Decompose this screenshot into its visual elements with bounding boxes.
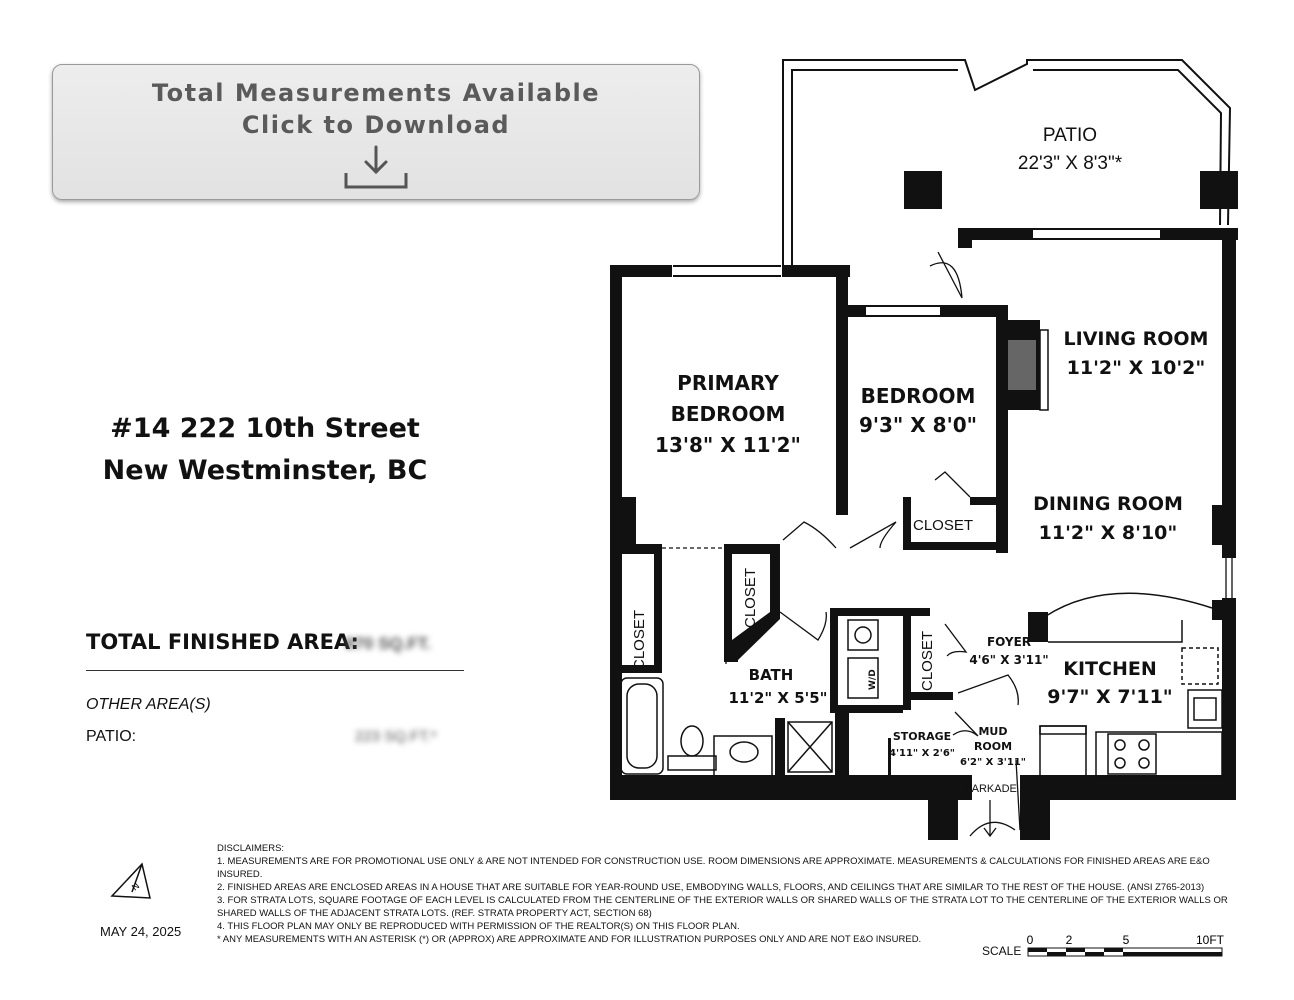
mud-room-label-2: ROOM — [974, 740, 1012, 753]
living-room-label: LIVING ROOM — [1064, 328, 1209, 350]
patio-column-left — [904, 171, 942, 209]
primary-closet-label: CLOSET — [742, 568, 759, 628]
scale-tick-10: 10FT — [1196, 933, 1225, 947]
north-label: N — [130, 881, 141, 893]
bath-label: BATH — [749, 666, 794, 684]
scale-tick-0: 0 — [1027, 933, 1034, 947]
area-divider — [86, 670, 464, 671]
bedroom-closet-label: CLOSET — [913, 517, 973, 534]
parkade-label: PARKADE — [965, 783, 1017, 795]
scale-tick-5: 5 — [1123, 933, 1130, 947]
dining-room-dims: 11'2" X 8'10" — [1039, 522, 1178, 544]
bathtub — [620, 677, 664, 775]
download-subtitle: Click to Download — [241, 111, 511, 139]
patio-column-right — [1200, 171, 1238, 209]
patio-dims: 22'3" X 8'3"* — [1018, 153, 1123, 174]
stove — [1107, 733, 1157, 775]
kitchen-sink — [1187, 689, 1223, 729]
primary-bedroom-label-2: BEDROOM — [671, 402, 786, 426]
total-finished-area-label: TOTAL FINISHED AREA: — [86, 630, 359, 654]
kitchen-label: KITCHEN — [1063, 658, 1156, 680]
living-room-dims: 11'2" X 10'2" — [1067, 357, 1206, 379]
closet-left-label: CLOSET — [631, 610, 648, 670]
disclaimer-1: 1. MEASUREMENTS ARE FOR PROMOTIONAL USE … — [217, 856, 1210, 880]
other-areas-label: OTHER AREA(S) — [86, 696, 211, 713]
disclaimer-3: 3. FOR STRATA LOTS, SQUARE FOOTAGE OF EA… — [217, 895, 1228, 919]
patio-area-value: 223 SQ.FT.* — [355, 728, 437, 745]
bedroom-label: BEDROOM — [861, 384, 976, 408]
dryer — [847, 657, 879, 699]
foyer-label: FOYER — [987, 635, 1031, 649]
north-arrow-icon: N — [110, 862, 151, 899]
property-address: #14 222 10th Street New Westminster, BC — [80, 408, 450, 492]
shower — [787, 721, 833, 773]
patio-area-label: PATIO: — [86, 728, 137, 745]
download-icon — [344, 145, 408, 189]
patio-outline — [782, 59, 1232, 268]
bath-dims: 11'2" X 5'5" — [728, 689, 827, 707]
foyer-closet-label: CLOSET — [919, 631, 936, 691]
disclaimer-2: 2. FINISHED AREAS ARE ENCLOSED AREAS IN … — [217, 882, 1205, 893]
address-line-2: New Westminster, BC — [102, 455, 428, 486]
storage-dims: 4'11" X 2'6" — [889, 748, 955, 759]
download-title: Total Measurements Available — [151, 79, 601, 107]
mud-room-label-1: MUD — [978, 725, 1007, 738]
bedroom-dims: 9'3" X 8'0" — [859, 413, 977, 437]
dining-room-label: DINING ROOM — [1033, 493, 1183, 515]
foyer-dims: 4'6" X 3'11" — [969, 653, 1048, 667]
door-swings — [659, 251, 1233, 838]
scale-tick-2: 2 — [1066, 933, 1073, 947]
mud-room-dims: 6'2" X 3'11" — [960, 757, 1026, 768]
bathroom-sink — [729, 741, 759, 763]
kitchen-dims: 9'7" X 7'11" — [1047, 686, 1172, 708]
kitchen-fixtures — [1039, 592, 1223, 779]
total-finished-area-value: 870 SQ.FT. — [345, 634, 431, 653]
primary-bedroom-label-1: PRIMARY — [677, 371, 779, 395]
plan-date: MAY 24, 2025 — [100, 924, 182, 939]
disclaimer-5: * ANY MEASUREMENTS WITH AN ASTERISK (*) … — [217, 934, 922, 945]
toilet — [680, 725, 704, 757]
walls — [610, 228, 1238, 840]
scale-label: SCALE — [982, 944, 1022, 958]
primary-bedroom-dims: 13'8" X 11'2" — [655, 433, 801, 457]
download-measurements-button[interactable]: Total Measurements Available Click to Do… — [52, 64, 700, 200]
washer — [847, 619, 879, 651]
disclaimers: DISCLAIMERS: 1. MEASUREMENTS ARE FOR PRO… — [217, 842, 1237, 946]
scale-bar: 0 2 5 10FT — [1027, 933, 1225, 957]
washer-dryer-label: W/D — [868, 669, 878, 690]
patio-label: PATIO — [1043, 125, 1097, 146]
address-line-1: #14 222 10th Street — [110, 413, 420, 444]
bath-fixtures — [620, 619, 879, 777]
disclaimer-4: 4. THIS FLOOR PLAN MAY ONLY BE REPRODUCE… — [217, 921, 740, 932]
disclaimers-title: DISCLAIMERS: — [217, 843, 285, 854]
storage-label: STORAGE — [893, 730, 951, 743]
